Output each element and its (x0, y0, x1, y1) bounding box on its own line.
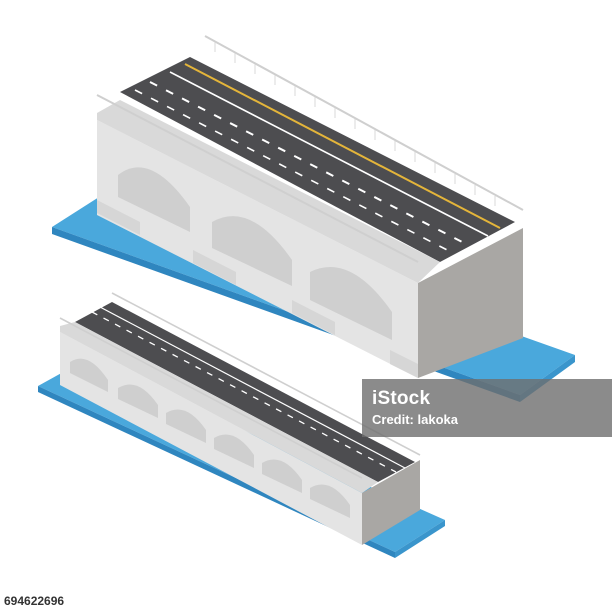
small-bridge-arch-3 (166, 409, 206, 443)
large-bridge-rail-far (204, 35, 524, 211)
small-bridge-end-wall (362, 460, 420, 545)
watermark-brand: iStock (372, 388, 431, 409)
large-bridge-arch-1 (118, 167, 190, 232)
large-bridge-end-wall (418, 228, 523, 378)
stock-image-id: 694622696 (0, 591, 74, 612)
watermark-credit: Credit: lakoka (372, 412, 458, 427)
small-bridge-arch-1 (70, 358, 108, 392)
large-bridge (52, 35, 575, 402)
small-bridge-arch-5 (262, 459, 302, 493)
small-bridge-arch-4 (214, 434, 254, 468)
small-bridge-front-wall (60, 332, 362, 545)
watermark-credit-label: Credit: (372, 412, 418, 427)
large-bridge-arch-3 (310, 267, 392, 340)
small-bridge-arch-6 (310, 484, 350, 518)
istock-watermark: iStock Credit: lakoka (362, 379, 612, 437)
large-bridge-road (120, 57, 515, 262)
watermark-credit-name: lakoka (417, 412, 458, 427)
small-bridge (38, 292, 445, 558)
small-bridge-arch-2 (118, 384, 158, 418)
large-bridge-arch-2 (212, 216, 292, 286)
